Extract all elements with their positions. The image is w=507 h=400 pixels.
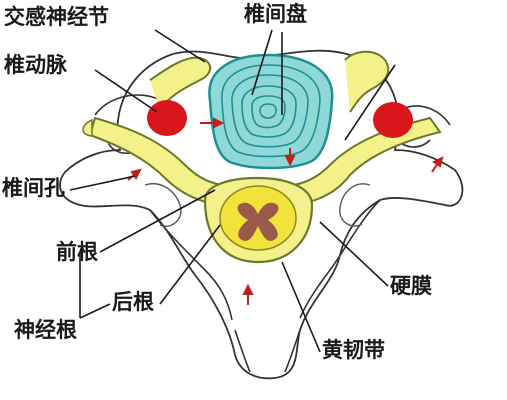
left-ganglion-branch (149, 56, 212, 111)
right-facet (339, 183, 371, 227)
leader-disc-a (251, 29, 273, 96)
leader-sympathetic (154, 29, 206, 63)
label-intervertebral-disc: 椎间盘 (244, 2, 307, 26)
leader-foramen (69, 175, 136, 191)
label-ligamentum-flavum: 黄韧带 (322, 338, 385, 362)
spinous-process (234, 329, 301, 373)
nerve-root-band (88, 116, 442, 210)
right-ganglion-branch (344, 50, 390, 113)
label-intervertebral-foramen: 椎间孔 (2, 176, 65, 200)
leader-disc-right (344, 64, 396, 141)
label-sympathetic-ganglion: 交感神经节 (4, 5, 109, 29)
right-vertebral-artery (373, 102, 413, 138)
disc-rings (221, 64, 321, 158)
leader-artery (94, 69, 158, 113)
label-nerve-root: 神经根 (14, 318, 77, 342)
leader-flavum (281, 261, 321, 353)
label-vertebral-artery: 椎动脉 (4, 53, 67, 77)
leader-lines (69, 29, 396, 353)
vertebra-outline (59, 49, 464, 380)
nerve-root-bracket (79, 252, 111, 319)
left-facet (144, 183, 182, 227)
left-vertebral-artery (147, 100, 187, 136)
leader-posterior (159, 224, 221, 305)
gray-matter (237, 202, 279, 241)
pressure-arrows (127, 117, 444, 305)
leader-dura (319, 221, 389, 287)
left-nerve-extension (82, 118, 93, 137)
lamina-right (299, 199, 381, 319)
label-dura-mater: 硬膜 (390, 274, 432, 298)
intervertebral-disc (208, 53, 334, 170)
leader-anterior (99, 189, 216, 253)
label-posterior-root: 后根 (112, 290, 154, 314)
label-anterior-root: 前根 (56, 240, 98, 264)
